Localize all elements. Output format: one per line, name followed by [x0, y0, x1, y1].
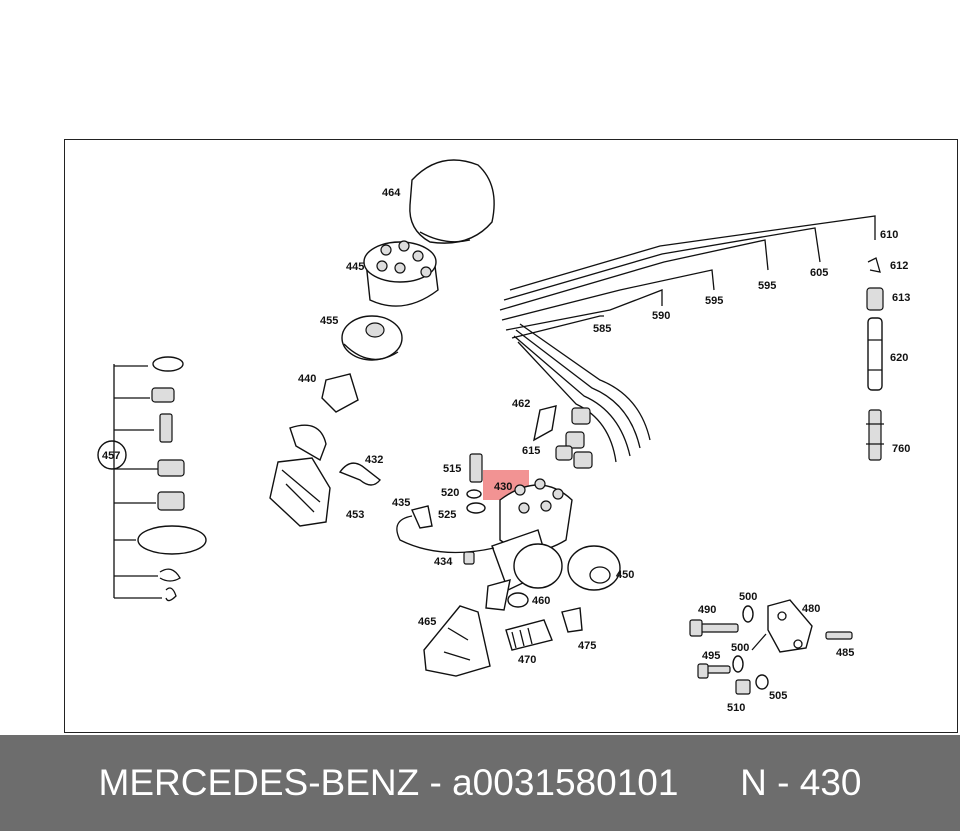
- callout-595-a: 595: [705, 295, 723, 307]
- part-490-bolt[interactable]: [689, 619, 739, 637]
- part-434-clip[interactable]: [463, 551, 475, 565]
- footer-banner: MERCEDES-BENZ - a0031580101 N - 430: [0, 735, 960, 831]
- callout-490: 490: [698, 604, 716, 616]
- part-464-cap-cover[interactable]: [409, 159, 495, 244]
- part-505-washer[interactable]: [755, 674, 769, 690]
- callout-505: 505: [769, 690, 787, 702]
- callout-760: 760: [892, 443, 910, 455]
- callout-612: 612: [890, 260, 908, 272]
- callout-460: 460: [532, 595, 550, 607]
- callout-510: 510: [727, 702, 745, 714]
- callout-465: 465: [418, 616, 436, 628]
- part-440-rotor[interactable]: [321, 373, 359, 413]
- callout-485: 485: [836, 647, 854, 659]
- part-475-sensor[interactable]: [561, 607, 583, 633]
- footer-separator: -: [429, 762, 442, 803]
- part-520-washer[interactable]: [466, 489, 482, 499]
- part-612-clip[interactable]: [867, 257, 881, 273]
- part-510-nut[interactable]: [735, 679, 751, 695]
- callout-475: 475: [578, 640, 596, 652]
- part-432-clip[interactable]: [338, 462, 381, 486]
- part-620-plug-connector[interactable]: [867, 317, 883, 391]
- part-515-bolt[interactable]: [469, 453, 483, 483]
- callout-445: 445: [346, 261, 364, 273]
- part-470-drive-gear[interactable]: [505, 619, 553, 651]
- callout-462: 462: [512, 398, 530, 410]
- callout-525: 525: [438, 509, 456, 521]
- part-480-gasket[interactable]: [751, 599, 813, 653]
- callout-435: 435: [392, 497, 410, 509]
- part-485-stud[interactable]: [825, 631, 853, 640]
- part-613-cap[interactable]: [866, 287, 884, 311]
- part-465-bracket[interactable]: [423, 605, 491, 677]
- callout-457: 457: [102, 450, 120, 462]
- callout-455: 455: [320, 315, 338, 327]
- footer-position: N - 430: [740, 762, 862, 803]
- callout-595-b: 595: [758, 280, 776, 292]
- callout-520: 520: [441, 487, 459, 499]
- callout-615: 615: [522, 445, 540, 457]
- callout-450: 450: [616, 569, 634, 581]
- callout-500-a: 500: [739, 591, 757, 603]
- part-760-spark-plug[interactable]: [866, 409, 884, 461]
- callout-430: 430: [494, 481, 512, 493]
- part-525-washer[interactable]: [466, 502, 486, 514]
- part-445-distributor-cap[interactable]: [363, 240, 439, 307]
- callout-470: 470: [518, 654, 536, 666]
- part-500-spacer-upper[interactable]: [742, 605, 754, 623]
- part-500-spacer-lower[interactable]: [732, 655, 744, 673]
- part-615-plug-connectors[interactable]: [555, 407, 593, 469]
- part-457-kit[interactable]: [97, 356, 207, 602]
- part-495-bolt[interactable]: [697, 663, 731, 679]
- part-453-base-plate[interactable]: [269, 424, 331, 527]
- footer-brand: MERCEDES-BENZ: [98, 762, 420, 803]
- callout-620: 620: [890, 352, 908, 364]
- callout-585: 585: [593, 323, 611, 335]
- ignition-wires: [499, 215, 876, 463]
- callout-464: 464: [382, 187, 401, 199]
- part-450-vacuum-unit[interactable]: [567, 545, 621, 591]
- callout-432: 432: [365, 454, 383, 466]
- part-455-shield[interactable]: [341, 315, 403, 361]
- callout-440: 440: [298, 373, 316, 385]
- callout-515: 515: [443, 463, 461, 475]
- callout-453: 453: [346, 509, 364, 521]
- callout-495: 495: [702, 650, 720, 662]
- callout-434: 434: [434, 556, 453, 568]
- callout-480: 480: [802, 603, 820, 615]
- callout-590: 590: [652, 310, 670, 322]
- footer-part-number: a0031580101: [452, 762, 679, 803]
- part-430-distributor[interactable]: [485, 478, 573, 611]
- callout-610: 610: [880, 229, 898, 241]
- callout-605: 605: [810, 267, 828, 279]
- part-460-o-ring[interactable]: [507, 592, 529, 608]
- callout-613: 613: [892, 292, 910, 304]
- part-462-connector[interactable]: [533, 405, 557, 442]
- callout-500-b: 500: [731, 642, 749, 654]
